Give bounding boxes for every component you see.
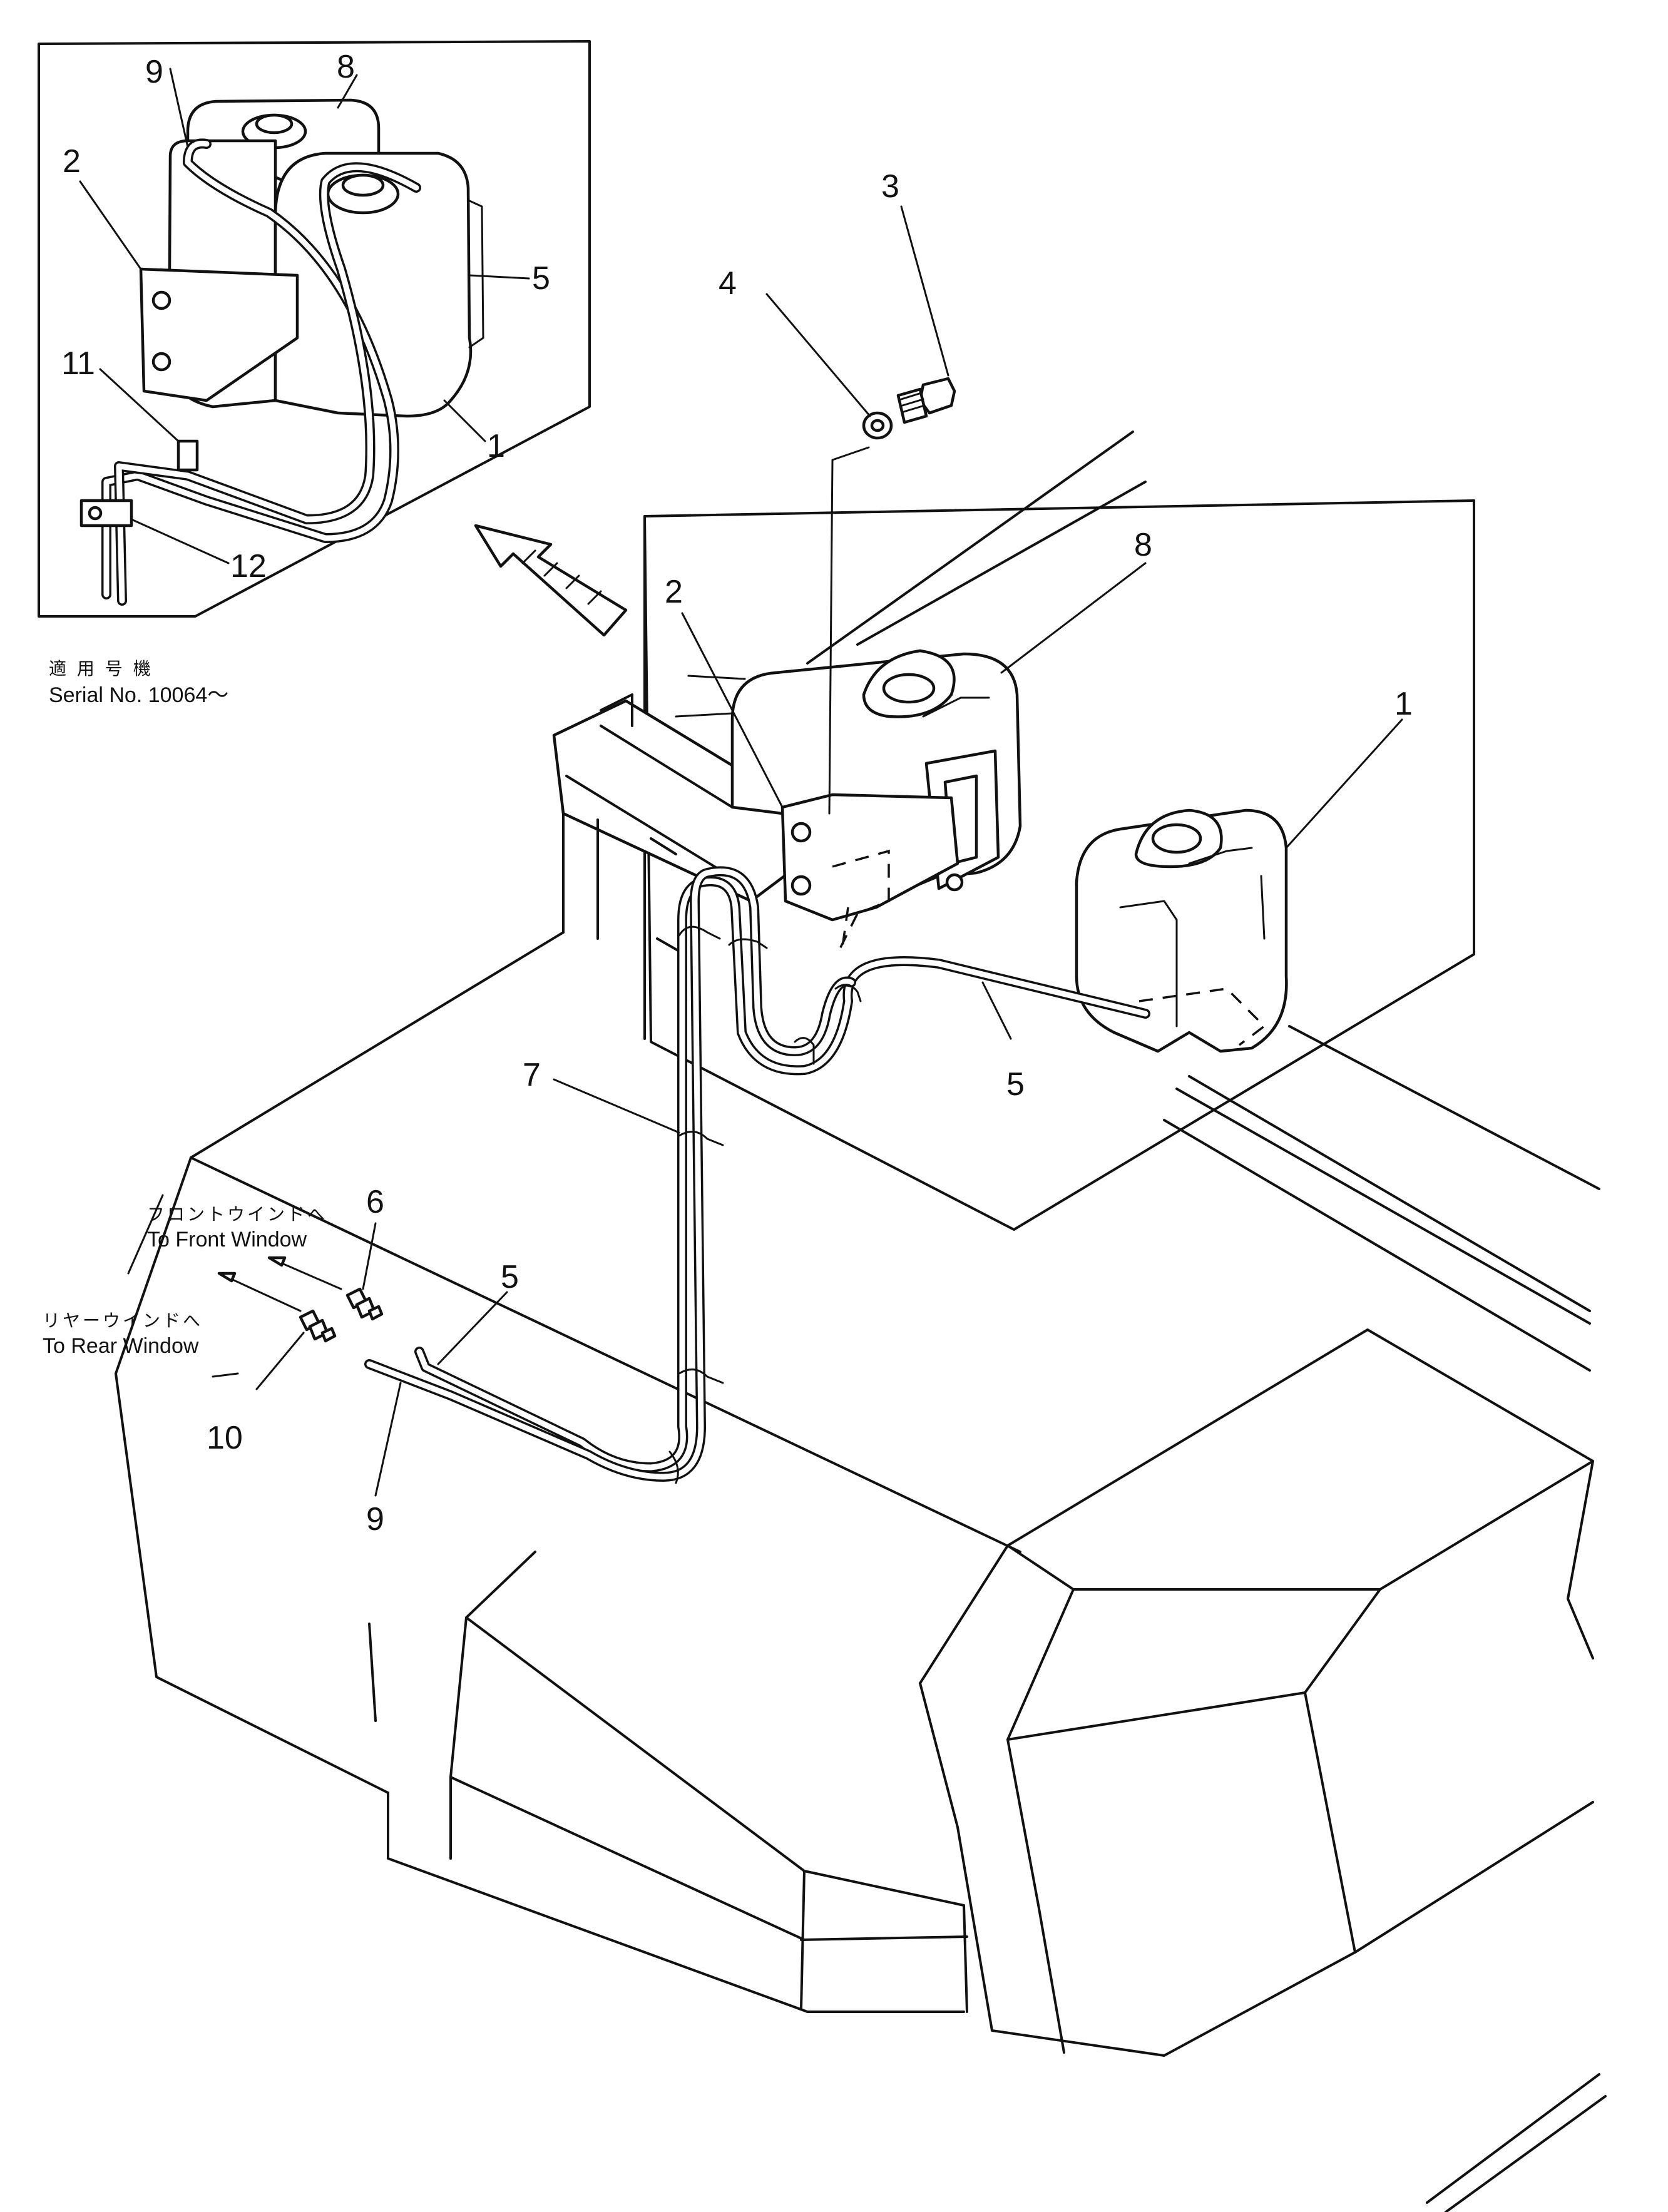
- callout-inset-9: 9: [145, 54, 163, 90]
- tank-front: [1075, 808, 1288, 1053]
- view-arrow-icon: [474, 524, 628, 637]
- hose-clamp: [678, 1368, 724, 1384]
- callout-inset-2: 2: [63, 143, 81, 180]
- callout-5: 5: [1006, 1066, 1025, 1103]
- callout-1: 1: [1394, 686, 1413, 722]
- hose-clamp: [834, 984, 862, 1002]
- rear-window-note-en: To Rear Window: [43, 1334, 199, 1358]
- hose-clamp: [728, 938, 768, 949]
- inset-frame: [38, 40, 591, 618]
- inset-bracket: [139, 267, 299, 402]
- connector-10: [299, 1309, 337, 1343]
- machine-body: [115, 931, 565, 1794]
- main-assembly: 3 4 2 8 1 5 7 6 5 10 9 フロントウインドへ To Fron…: [43, 168, 1607, 2212]
- callout-6: 6: [366, 1184, 384, 1220]
- inset-detail: 9 8 2 5 11 1 12: [38, 40, 591, 618]
- callout-3: 3: [881, 168, 899, 205]
- callout-4: 4: [719, 265, 737, 302]
- applicability-label: 適 用 号 機: [49, 658, 153, 679]
- hose-7: [364, 866, 856, 1482]
- front-window-note-jp: フロントウインドへ: [147, 1204, 327, 1225]
- callout-2: 2: [665, 574, 683, 610]
- callout-inset-5: 5: [532, 260, 550, 297]
- callout-inset-1: 1: [487, 428, 505, 464]
- callout-10: 10: [207, 1420, 243, 1456]
- callout-9: 9: [366, 1501, 384, 1537]
- callout-5b: 5: [501, 1259, 519, 1295]
- callout-inset-12: 12: [230, 548, 267, 584]
- hose-clamp: [668, 1450, 679, 1484]
- hose-5: [414, 876, 1150, 1472]
- bracket: [780, 793, 959, 922]
- callout-inset-11: 11: [61, 345, 95, 382]
- callout-7: 7: [523, 1057, 541, 1093]
- serial-number-label: Serial No. 10064～: [49, 683, 228, 707]
- rear-window-note-jp: リヤーウインドへ: [43, 1310, 203, 1331]
- connector-6: [345, 1287, 384, 1321]
- cab-panel: [643, 499, 1475, 1231]
- inset-clamp-11: [177, 439, 199, 472]
- hose-clamp: [794, 1037, 815, 1065]
- callout-inset-8: 8: [337, 49, 355, 85]
- counterweight-block: [919, 1328, 1594, 1684]
- hose-clamp: [678, 925, 721, 940]
- hose-clamp: [678, 1131, 724, 1146]
- front-window-note-en: To Front Window: [147, 1228, 307, 1251]
- callout-8: 8: [1134, 527, 1152, 563]
